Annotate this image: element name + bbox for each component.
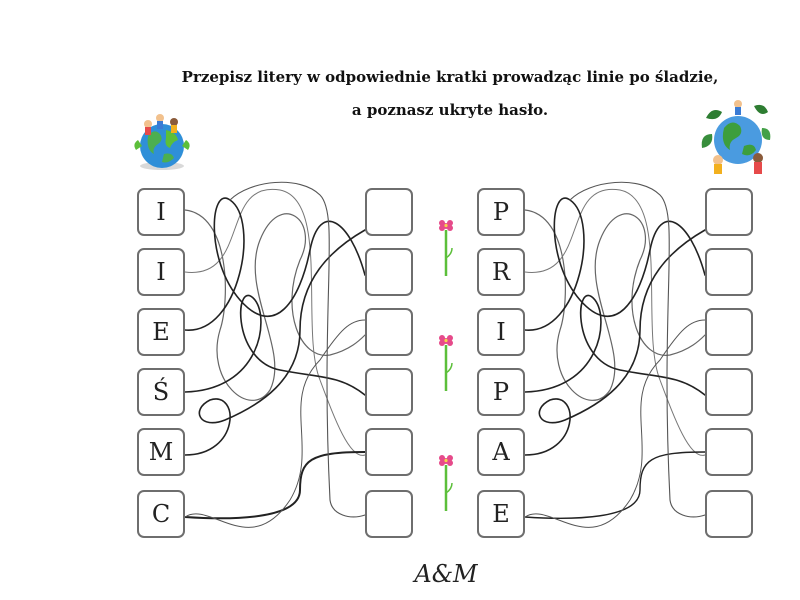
letter-box: Ś — [137, 368, 185, 416]
tracing-line — [524, 294, 706, 396]
letter-box: P — [477, 188, 525, 236]
tracing-line — [524, 188, 706, 456]
tracing-line — [524, 229, 706, 456]
instruction-line-1: Przepisz litery w odpowiednie kratki pro… — [181, 68, 719, 86]
tracing-line — [524, 319, 706, 528]
letter-box: C — [137, 490, 185, 538]
tracing-line — [524, 197, 706, 331]
earth-with-plants-and-people-icon — [701, 100, 771, 174]
pink-flower-icon — [439, 455, 453, 511]
letter-box: E — [477, 490, 525, 538]
letter-box: P — [477, 368, 525, 416]
letter-box: I — [137, 188, 185, 236]
tracing-line — [184, 294, 366, 396]
letter-box: I — [477, 308, 525, 356]
tracing-line — [184, 209, 366, 401]
tracing-line — [229, 181, 366, 518]
letter-box: E — [137, 308, 185, 356]
tracing-line — [524, 209, 706, 401]
answer-box[interactable] — [365, 428, 413, 476]
letter-box: I — [137, 248, 185, 296]
signature: A&M — [414, 560, 478, 588]
tracing-line — [184, 229, 366, 456]
pink-flower-icon — [439, 335, 453, 391]
answer-box[interactable] — [705, 188, 753, 236]
letter-box: M — [137, 428, 185, 476]
tracing-line — [569, 181, 706, 518]
answer-box[interactable] — [705, 428, 753, 476]
answer-box[interactable] — [705, 368, 753, 416]
letter-box: A — [477, 428, 525, 476]
answer-box[interactable] — [705, 308, 753, 356]
pink-flower-icon — [439, 220, 453, 276]
tracing-line — [184, 188, 366, 456]
answer-box[interactable] — [705, 490, 753, 538]
answer-box[interactable] — [365, 368, 413, 416]
tracing-line — [524, 451, 706, 519]
tracing-line — [184, 451, 366, 520]
answer-box[interactable] — [365, 490, 413, 538]
answer-box[interactable] — [705, 248, 753, 296]
signature-container: A&M — [0, 560, 800, 588]
earth-globe-with-children-icon — [134, 114, 190, 170]
tracing-line — [184, 319, 366, 528]
instruction-line-2: a poznasz ukryte hasło. — [351, 101, 549, 119]
answer-box[interactable] — [365, 248, 413, 296]
answer-box[interactable] — [365, 308, 413, 356]
letter-box: R — [477, 248, 525, 296]
tracing-line — [184, 197, 366, 331]
answer-box[interactable] — [365, 188, 413, 236]
